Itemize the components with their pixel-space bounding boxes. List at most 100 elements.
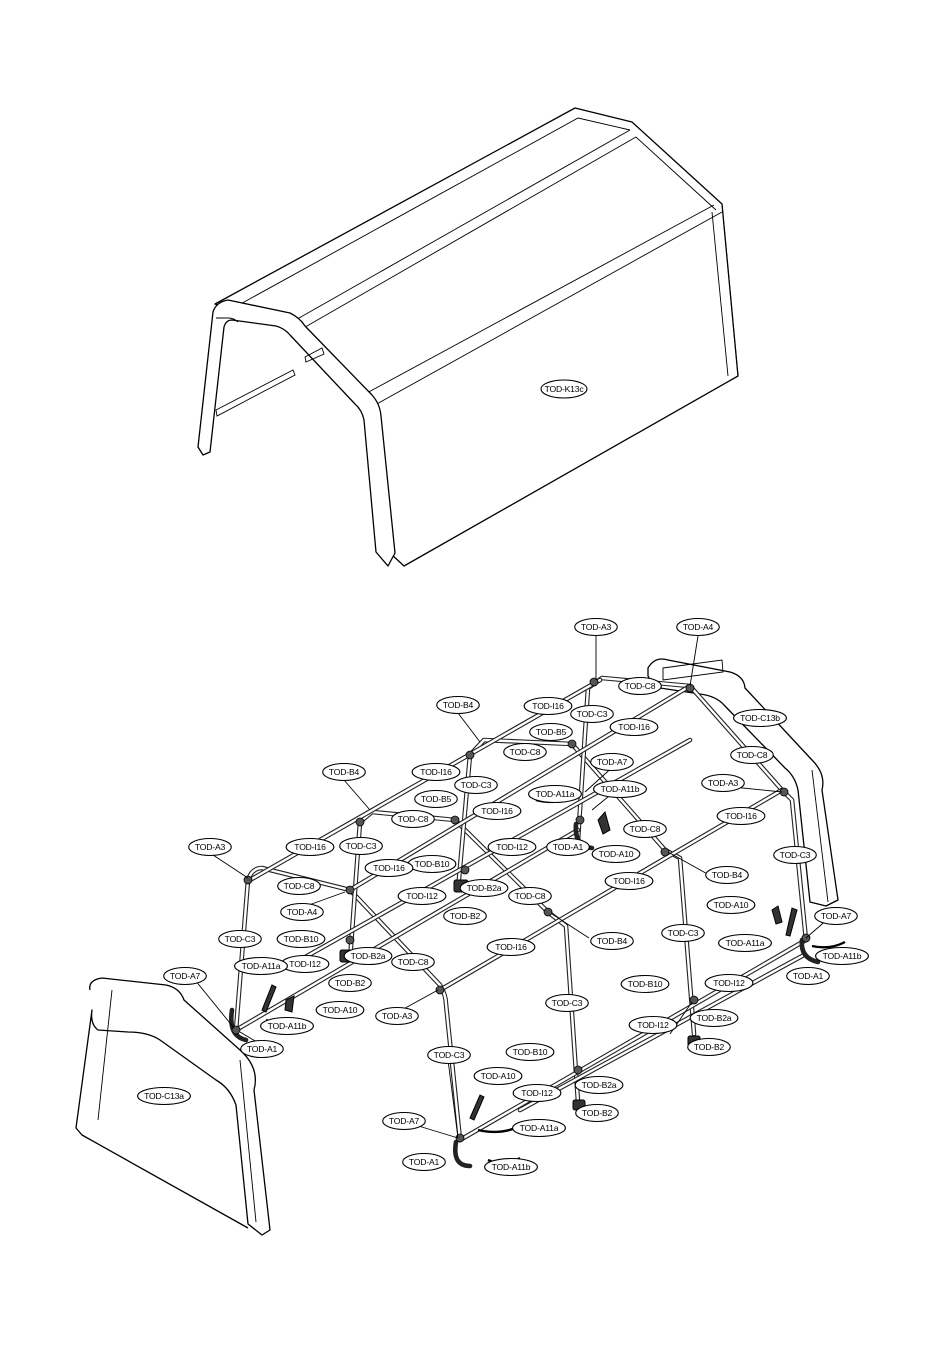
part-label-text: TOD-A7 xyxy=(170,971,201,981)
part-label: TOD-C3 xyxy=(427,1045,471,1065)
part-label-text: TOD-C8 xyxy=(737,750,768,760)
part-label: TOD-A4 xyxy=(676,617,720,637)
part-label-text: TOD-A11b xyxy=(601,784,640,794)
part-label: TOD-I12 xyxy=(628,1015,678,1035)
part-label-text: TOD-A3 xyxy=(382,1011,413,1021)
part-label: TOD-A11b xyxy=(260,1016,314,1036)
part-label: TOD-I12 xyxy=(512,1083,562,1103)
part-label: TOD-I16 xyxy=(523,696,573,716)
part-label: TOD-B2a xyxy=(574,1075,624,1095)
part-label-text: TOD-A1 xyxy=(553,842,584,852)
part-label: TOD-A10 xyxy=(706,895,756,915)
part-label-text: TOD-I12 xyxy=(406,891,438,901)
part-label: TOD-I12 xyxy=(280,954,330,974)
part-label: TOD-B4 xyxy=(436,695,480,715)
part-label-text: TOD-C13b xyxy=(740,713,780,723)
part-label-text: TOD-I16 xyxy=(613,876,645,886)
part-label: TOD-A1 xyxy=(786,966,830,986)
part-label: TOD-C8 xyxy=(503,742,547,762)
part-label-text: TOD-A11a xyxy=(536,789,575,799)
part-label-text: TOD-B2 xyxy=(450,911,481,921)
part-label: TOD-A1 xyxy=(402,1152,446,1172)
part-label-text: TOD-A11a xyxy=(242,961,281,971)
part-label-text: TOD-A10 xyxy=(714,900,749,910)
part-label: TOD-B10 xyxy=(505,1042,555,1062)
part-label-text: TOD-I16 xyxy=(532,701,564,711)
part-label-text: TOD-B2 xyxy=(694,1042,725,1052)
part-label: TOD-A10 xyxy=(473,1066,523,1086)
part-label-text: TOD-C13a xyxy=(144,1091,184,1101)
part-label-text: TOD-A1 xyxy=(409,1157,440,1167)
part-label: TOD-A10 xyxy=(315,1000,365,1020)
part-label: TOD-B5 xyxy=(414,789,458,809)
part-label: TOD-A11b xyxy=(593,779,647,799)
part-label: TOD-C13b xyxy=(733,708,787,728)
part-label-text: TOD-C8 xyxy=(284,881,315,891)
frame-connectors xyxy=(231,677,811,1143)
part-label: TOD-B2a xyxy=(689,1008,739,1028)
part-label-text: TOD-I16 xyxy=(495,942,527,952)
part-label-text: TOD-C8 xyxy=(398,957,429,967)
part-label: TOD-I16 xyxy=(472,801,522,821)
part-label-text: TOD-C3 xyxy=(668,928,699,938)
part-label-text: TOD-I12 xyxy=(637,1020,669,1030)
part-label-text: TOD-B2a xyxy=(582,1080,617,1090)
part-label: TOD-A4 xyxy=(280,902,324,922)
part-label: TOD-A11a xyxy=(528,784,582,804)
part-label: TOD-C8 xyxy=(391,809,435,829)
part-label-text: TOD-A7 xyxy=(597,757,628,767)
part-label-text: TOD-B2a xyxy=(351,951,386,961)
part-label-text: TOD-B10 xyxy=(513,1047,548,1057)
part-label: TOD-I16 xyxy=(716,806,766,826)
part-label: TOD-C3 xyxy=(773,845,817,865)
part-label: TOD-A10 xyxy=(591,844,641,864)
part-label: TOD-A1 xyxy=(546,837,590,857)
part-label-text: TOD-I16 xyxy=(294,842,326,852)
part-label-text: TOD-B5 xyxy=(421,794,452,804)
part-label: TOD-B4 xyxy=(590,931,634,951)
part-label-text: TOD-A11a xyxy=(520,1123,559,1133)
part-label-text: TOD-I12 xyxy=(713,978,745,988)
part-label: TOD-B10 xyxy=(407,854,457,874)
part-label-text: TOD-A3 xyxy=(195,842,226,852)
part-label-text: TOD-C3 xyxy=(225,934,256,944)
part-label: TOD-B10 xyxy=(620,974,670,994)
part-label: TOD-A1 xyxy=(240,1039,284,1059)
part-label: TOD-A7 xyxy=(163,966,207,986)
part-label: TOD-A11a xyxy=(512,1118,566,1138)
cover-drawing: TOD-K13c xyxy=(197,107,739,567)
part-label: TOD-B2 xyxy=(687,1037,731,1057)
part-label-text: TOD-A3 xyxy=(708,778,739,788)
part-label-text: TOD-B2a xyxy=(467,883,502,893)
frame-drawing: TOD-A3TOD-A4TOD-C8TOD-C13bTOD-I16TOD-C3T… xyxy=(75,617,869,1236)
part-label-text: TOD-I16 xyxy=(725,811,757,821)
part-label-text: TOD-B2 xyxy=(582,1108,613,1118)
part-label-text: TOD-A1 xyxy=(247,1044,278,1054)
part-label: TOD-C8 xyxy=(730,745,774,765)
part-label: TOD-C3 xyxy=(661,923,705,943)
part-label-text: TOD-C3 xyxy=(780,850,811,860)
part-label: TOD-C3 xyxy=(218,929,262,949)
part-label: TOD-B2a xyxy=(343,946,393,966)
part-label: TOD-C8 xyxy=(391,952,435,972)
part-label: TOD-C3 xyxy=(570,704,614,724)
part-label: TOD-I16 xyxy=(411,762,461,782)
part-label-text: TOD-C8 xyxy=(625,681,656,691)
part-label-text: TOD-A7 xyxy=(389,1116,420,1126)
part-label: TOD-I12 xyxy=(397,886,447,906)
part-label-text: TOD-A11b xyxy=(823,951,862,961)
part-label-text: TOD-I12 xyxy=(496,842,528,852)
part-label-text: TOD-A3 xyxy=(581,622,612,632)
part-label-text: TOD-B4 xyxy=(443,700,474,710)
part-label: TOD-B2a xyxy=(459,878,509,898)
part-label-text: TOD-B4 xyxy=(597,936,628,946)
part-label: TOD-C8 xyxy=(508,886,552,906)
part-label: TOD-B4 xyxy=(705,865,749,885)
part-label: TOD-B4 xyxy=(322,762,366,782)
part-label-text: TOD-A10 xyxy=(323,1005,358,1015)
part-label: TOD-I16 xyxy=(486,937,536,957)
part-label: TOD-C3 xyxy=(339,836,383,856)
part-label: TOD-B2 xyxy=(328,973,372,993)
part-label-text: TOD-I16 xyxy=(481,806,513,816)
